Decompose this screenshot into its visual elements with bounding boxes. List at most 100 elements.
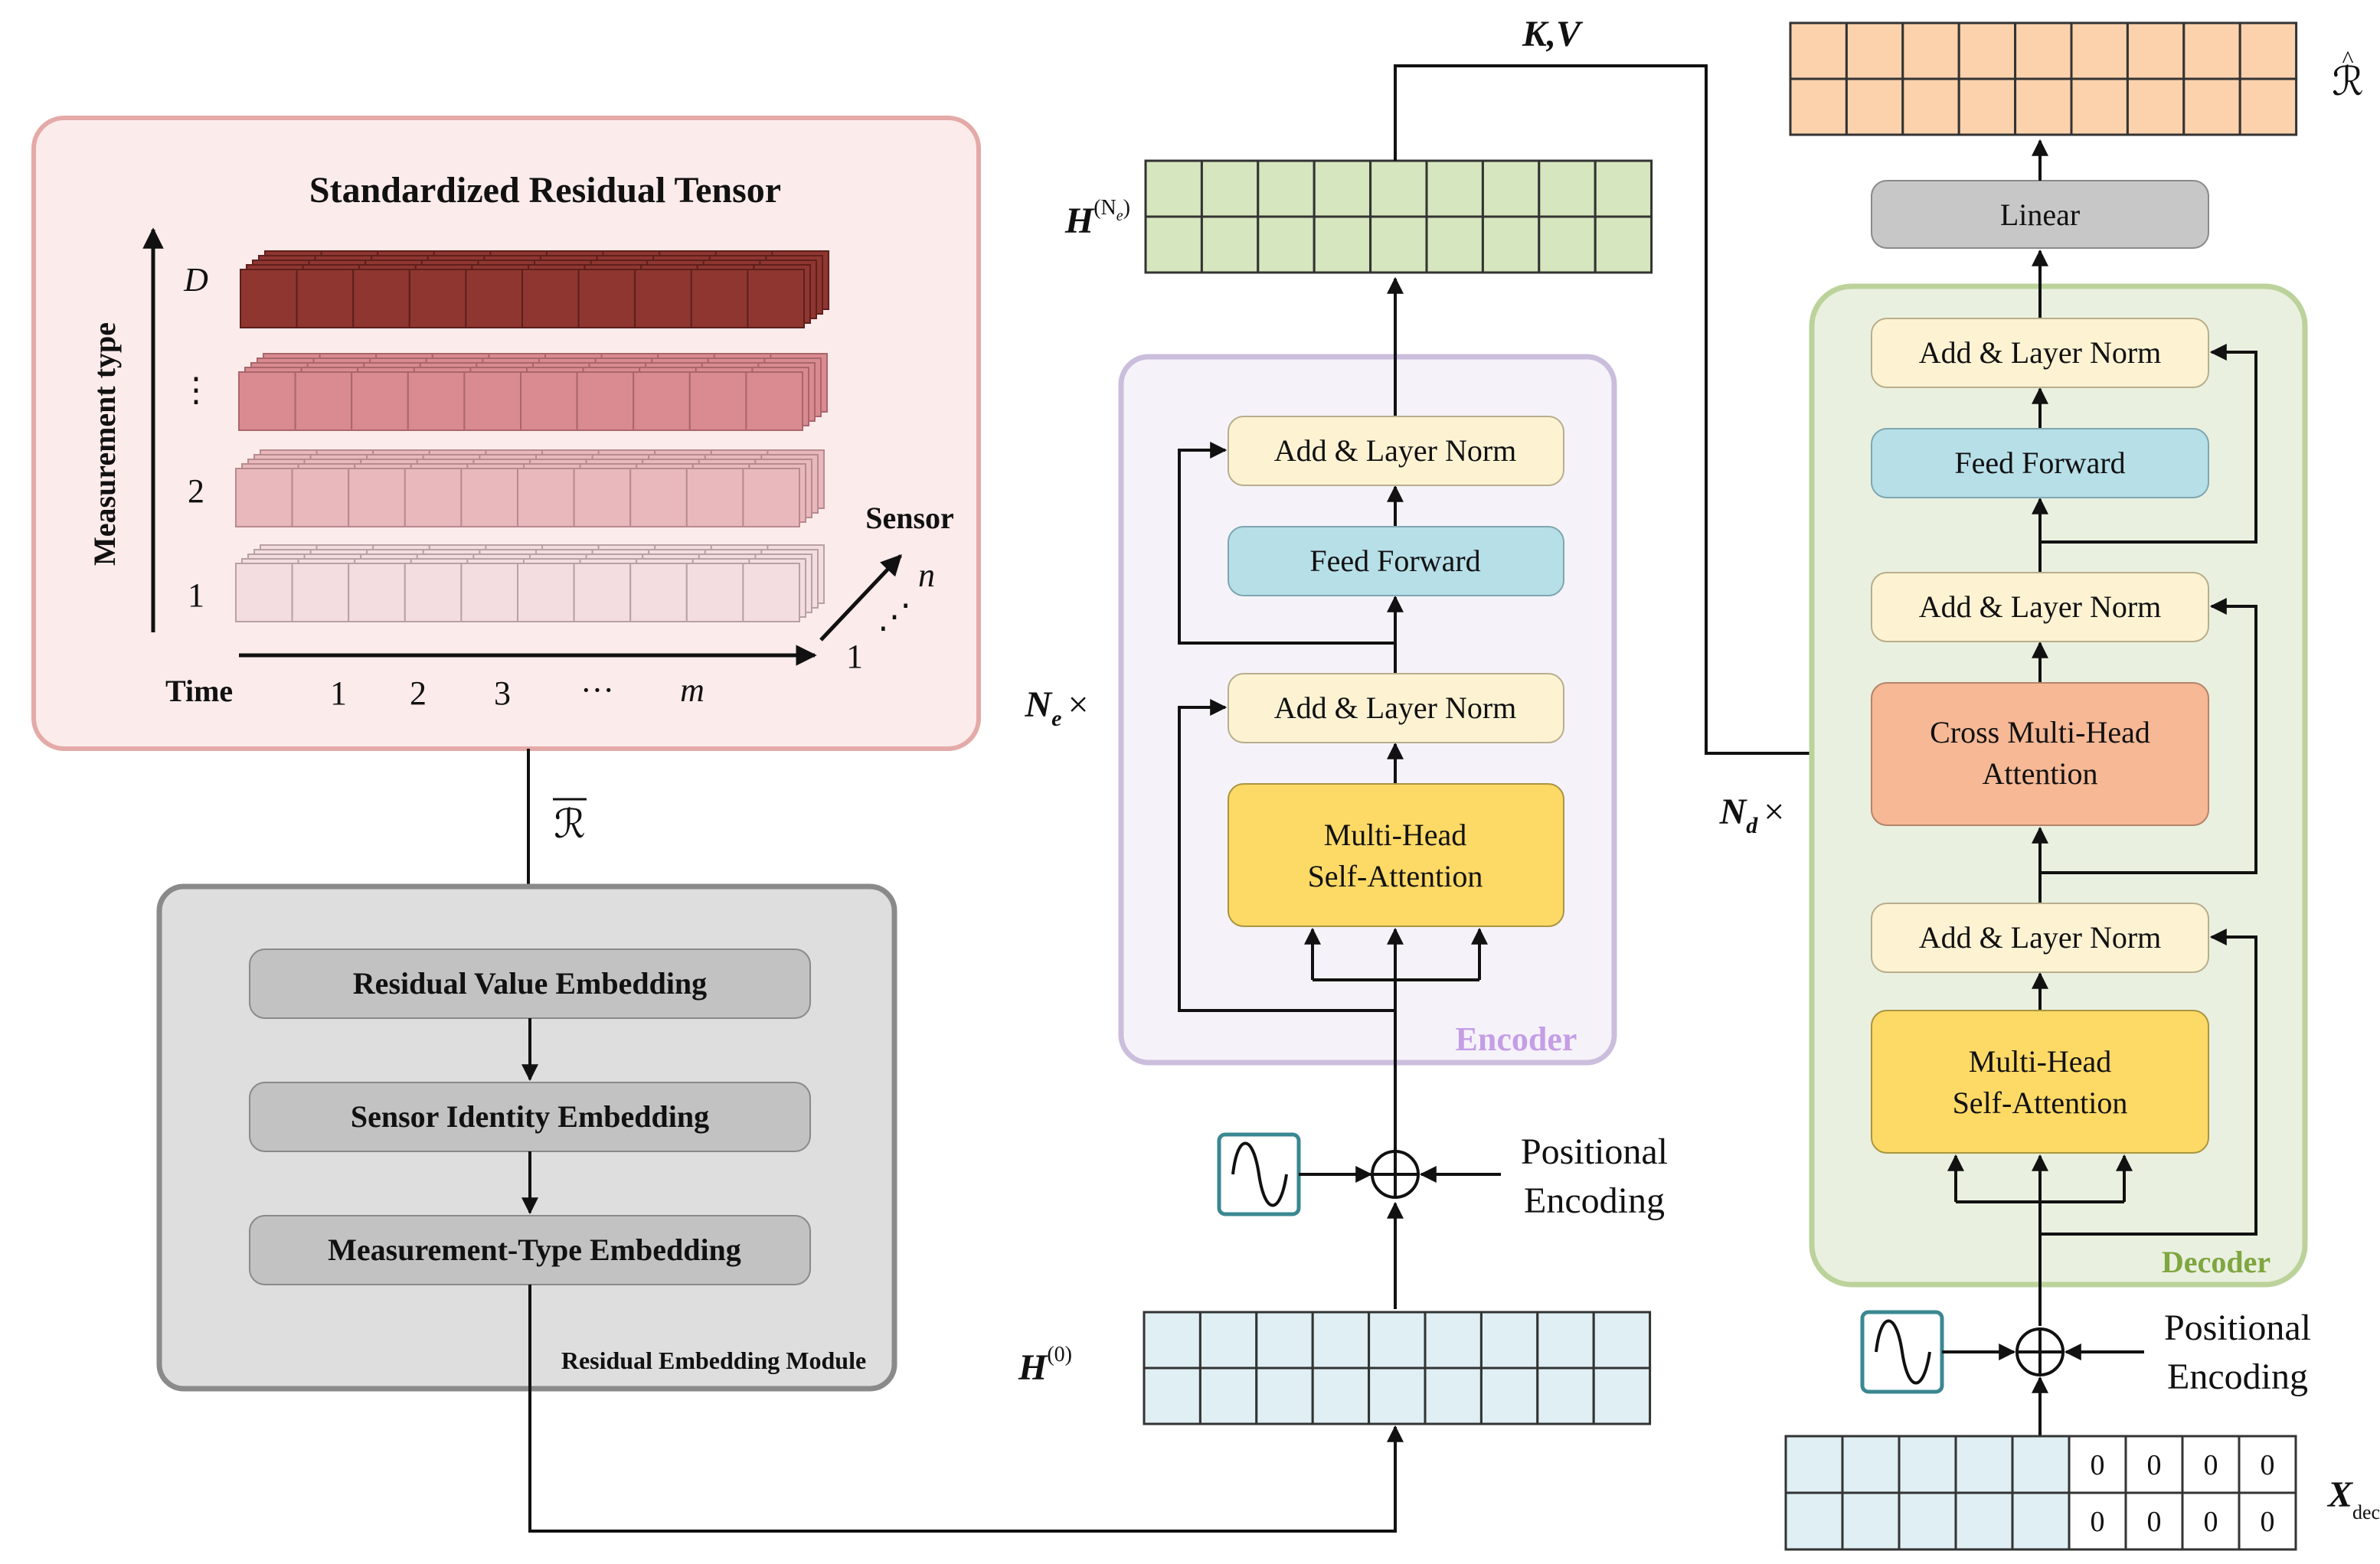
output-grid-cell: [1789, 21, 1848, 80]
decoder-add-norm-3: [1871, 318, 2209, 388]
hne-grid-cell: [1313, 215, 1372, 274]
encoder-self-attention-line2: Self-Attention: [1308, 859, 1483, 893]
encoder-residual-2: [1178, 442, 1395, 645]
decoder-add-norm-3-label: Add & Layer Norm: [1919, 335, 2162, 370]
xdec-zero-value: 0: [2261, 1449, 2275, 1481]
tensor-cell: [747, 269, 806, 328]
decoder-self-attention-block: [1871, 1010, 2209, 1154]
encoder-repeat-label: Ne×: [1024, 684, 1088, 731]
tensor-cell: [238, 371, 296, 431]
sensor-tick-dots: ⋰: [878, 598, 911, 635]
tensor-cell: [573, 468, 632, 527]
measurement-type-label: Measurement type: [87, 322, 122, 566]
xdec-grid-cell: [2011, 1491, 2071, 1551]
xdec-zero-value: 0: [2204, 1506, 2218, 1538]
h0-grid-cell: [1311, 1311, 1371, 1370]
hne-grid-cell: [1594, 215, 1653, 274]
decoder-add-norm-1: [1871, 903, 2209, 973]
h0-grid-cell: [1536, 1366, 1595, 1425]
tensor-cell: [460, 468, 519, 527]
hne-grid-cell: [1594, 159, 1653, 218]
decoder-sine-wave-curve: [1875, 1319, 1931, 1385]
hne-grid-cell: [1369, 159, 1428, 218]
hne-grid-cell: [1369, 215, 1428, 274]
xdec-zero-cell: [2181, 1491, 2241, 1551]
hne-grid-cell: [1425, 215, 1484, 274]
layer-label-d: D: [183, 261, 208, 299]
xdec-zero-value: 0: [2091, 1449, 2105, 1481]
encoder-residual-1: [1178, 699, 1395, 1012]
time-tick-dots: ···: [580, 671, 614, 709]
output-grid-cell: [2182, 77, 2241, 136]
xdec-label: Xdec: [2326, 1474, 2380, 1523]
hne-grid-cell: [1481, 159, 1541, 218]
tensor-cell: [407, 371, 466, 431]
tensor-cell: [351, 371, 409, 431]
layer-label-2: 2: [188, 472, 204, 510]
time-label: Time: [165, 674, 233, 708]
output-grid-cell: [2126, 77, 2185, 136]
sensor-axis: [819, 554, 902, 642]
decoder-cross-attention-line2: Attention: [1982, 756, 2097, 791]
tensor-cell: [745, 371, 804, 431]
tensor-cell: [576, 371, 635, 431]
output-grid-cell: [2126, 21, 2185, 80]
tensor-cell: [517, 468, 575, 527]
xdec-zero-value: 0: [2091, 1506, 2105, 1538]
xdec-zero-cell: [2068, 1491, 2127, 1551]
h0-grid: [1143, 1311, 1652, 1425]
r-bar-label: ℛ: [554, 803, 586, 847]
encoder-positional-encoding: Positional Encoding: [1217, 1131, 1668, 1221]
tensor-cell: [408, 269, 467, 328]
h0-grid-cell: [1198, 1366, 1258, 1425]
encoder: Encoder Multi-Head Self-Attention Add & …: [1118, 276, 1617, 1309]
tensor-cell: [577, 269, 636, 328]
encoder-feed-forward-label: Feed Forward: [1309, 544, 1480, 578]
output-grid-cell: [1957, 21, 2017, 80]
tensor-cell: [235, 468, 293, 527]
tensor-cell: [685, 563, 744, 622]
decoder-cross-attention-block: [1871, 682, 2209, 826]
hne-grid-cell: [1538, 215, 1597, 274]
hne-grid-cell: [1144, 159, 1203, 218]
h0-grid-cell: [1143, 1311, 1201, 1370]
tensor-layers: [235, 250, 830, 622]
layer-label-ellipsis: ⋮: [179, 371, 213, 409]
output-grid-cell: [1957, 77, 2017, 136]
decoder-cross-attention-line1: Cross Multi-Head: [1930, 715, 2150, 749]
h0-grid-cell: [1592, 1311, 1652, 1370]
decoder-residual-3: [2040, 344, 2257, 544]
output-grid-cell: [2014, 77, 2073, 136]
tensor-cell: [688, 371, 747, 431]
h0-grid-cell: [1536, 1311, 1595, 1370]
output-grid-cell: [1789, 77, 1848, 136]
hne-label: H(Ne): [1064, 196, 1130, 241]
sensor-tick-1: 1: [846, 638, 863, 675]
output-grid-cell: [2070, 77, 2129, 136]
tensor-cell: [235, 563, 293, 622]
output-grid-cell: [2014, 21, 2073, 80]
h0-grid-cell: [1479, 1366, 1539, 1425]
xdec-grid-cell: [1954, 1491, 2014, 1551]
xdec-zero-cell: [2181, 1435, 2241, 1494]
decoder-add-norm-2-label: Add & Layer Norm: [1919, 589, 2162, 624]
hne-grid-cell: [1144, 215, 1203, 274]
hne-grid-cell: [1313, 159, 1372, 218]
tensor-cell: [629, 468, 688, 527]
decoder-pe-label-line2: Encoding: [2167, 1357, 2308, 1397]
output-grid-cell: [1901, 77, 1960, 136]
h0-grid-cell: [1368, 1366, 1427, 1425]
output-grid-cell: [2238, 21, 2298, 80]
linear-label: Linear: [2000, 198, 2080, 232]
time-tick-1: 1: [330, 674, 347, 712]
output-hat-mark: ^: [2342, 45, 2353, 73]
tensor-cell: [240, 269, 298, 328]
h0-label: H(0): [1018, 1343, 1072, 1388]
decoder-residual-1: [2040, 929, 2257, 1236]
xdec-zero-cell: [2238, 1491, 2297, 1551]
layer-label-1: 1: [188, 576, 204, 614]
h0-grid-cell: [1424, 1311, 1483, 1370]
tensor-cell: [742, 563, 801, 622]
tensor-cell: [294, 371, 353, 431]
